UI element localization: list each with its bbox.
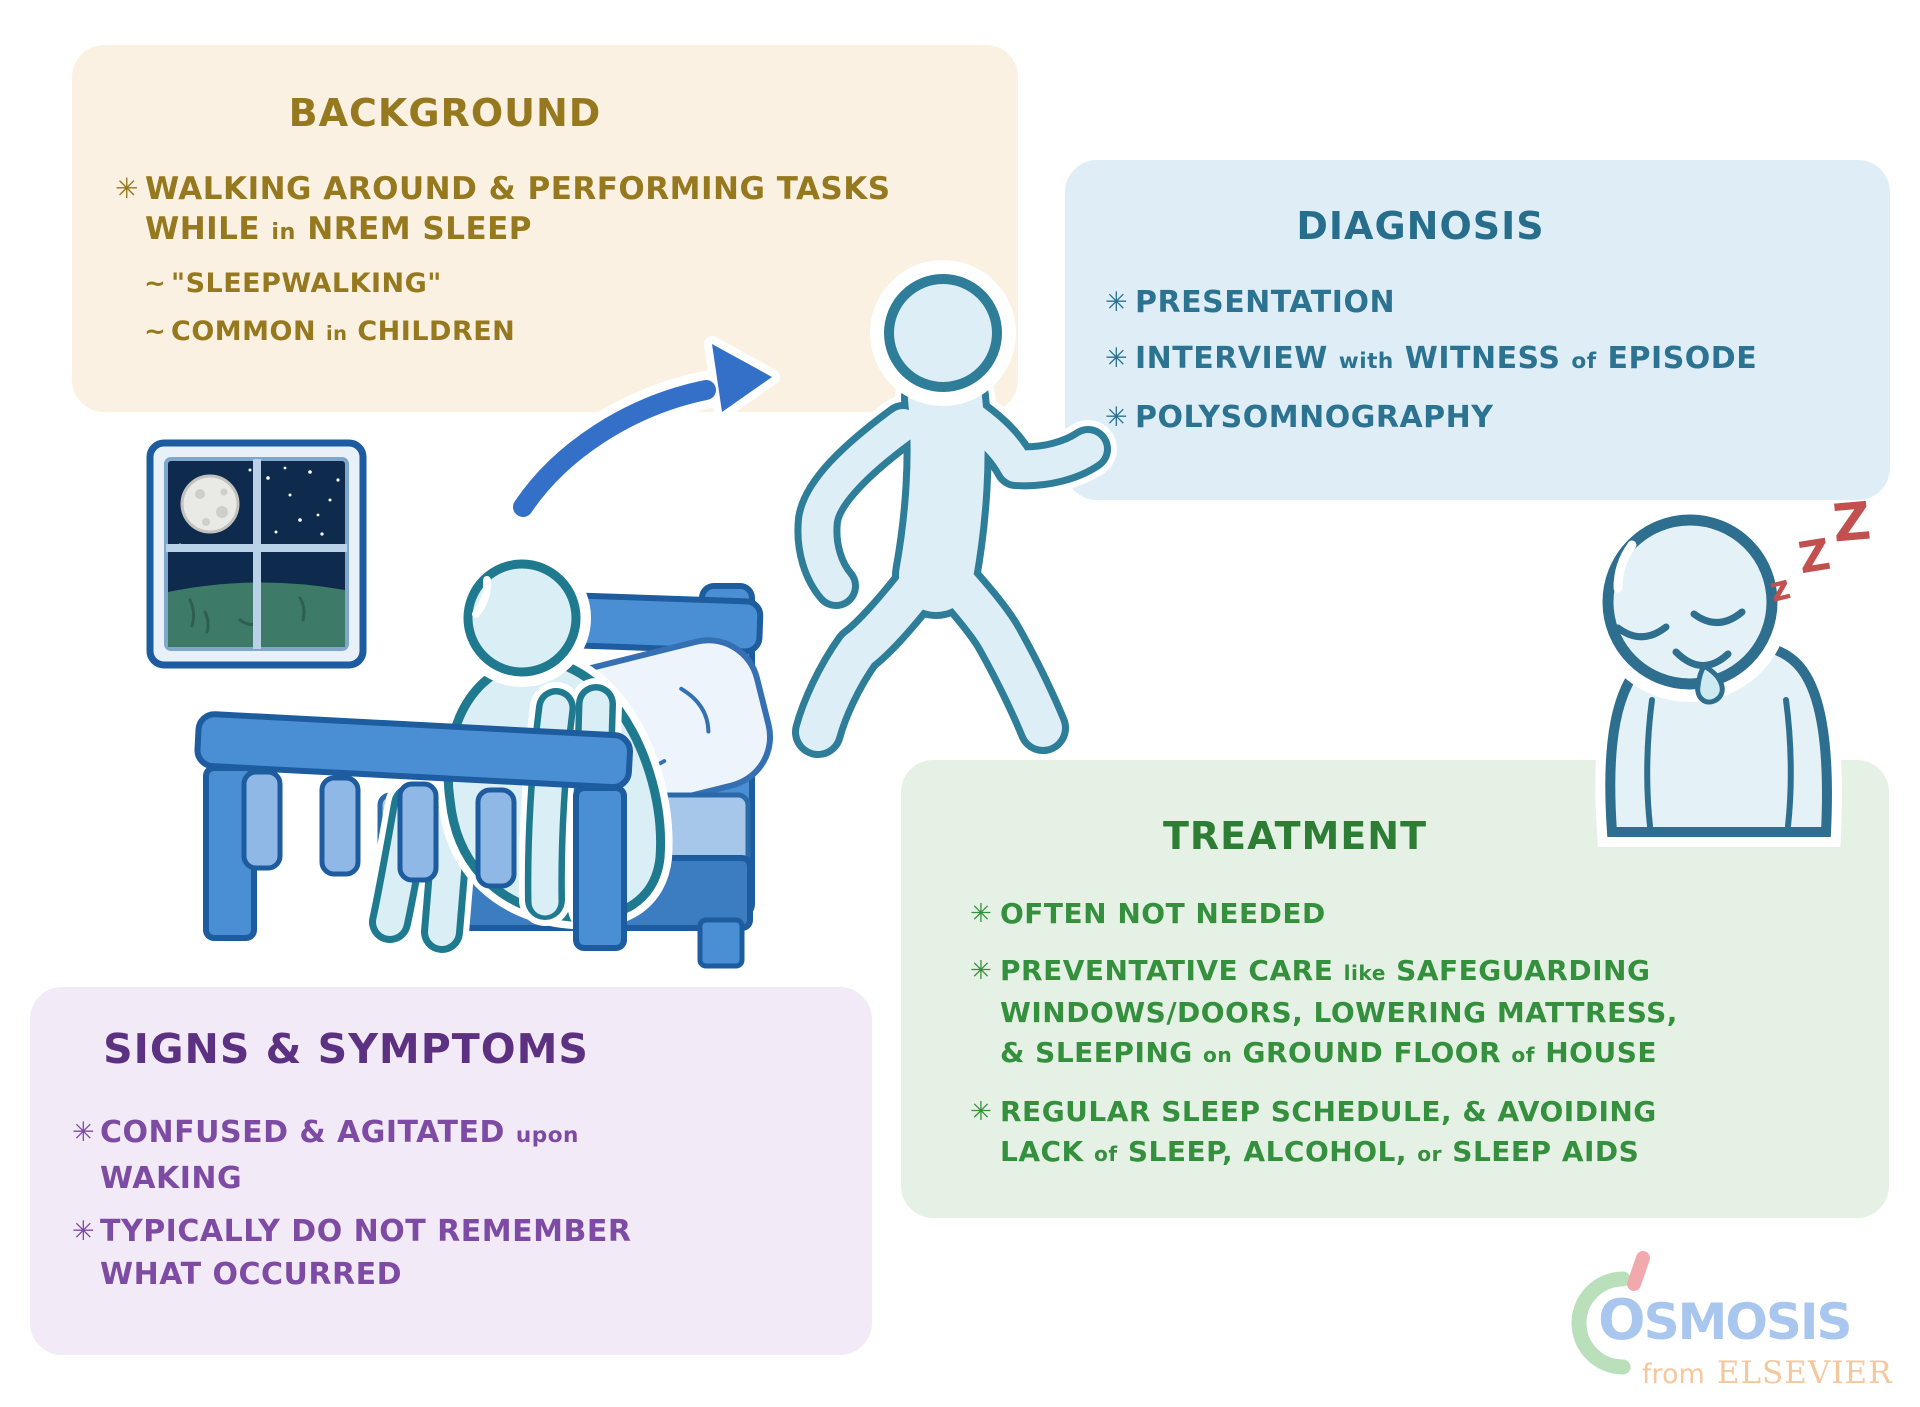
zzz-text: z (1765, 567, 1795, 611)
asterisk-marker: ✳︎ (970, 1097, 992, 1127)
bullet-line: TYPICALLY DO NOT REMEMBER (100, 1214, 632, 1249)
bullet-line: OFTEN NOT NEEDED (1000, 897, 1326, 930)
asterisk-marker: ✳︎ (1105, 343, 1128, 374)
bullet-line: WAKING (100, 1161, 243, 1196)
bullet: ✳︎ WALKING AROUND & PERFORMING TASKS WHI… (115, 169, 1018, 252)
elsevier-wordmark: ELSEVIER (1716, 1355, 1893, 1391)
bed-footboard (194, 711, 633, 951)
signs-symptoms-panel: SIGNS & SYMPTOMS ✳︎ CONFUSED & AGITATED … (30, 987, 872, 1355)
moon-icon (180, 474, 240, 534)
diagnosis-panel: DIAGNOSIS ✳︎ PRESENTATION ✳︎ INTERVIEW w… (1065, 160, 1890, 500)
bullet-line: WALKING AROUND & PERFORMING TASKS (145, 171, 891, 207)
zzz-text: Z (1830, 491, 1874, 555)
zzz-text: Z (1795, 529, 1834, 585)
diagnosis-bullets: ✳︎ PRESENTATION ✳︎ INTERVIEW with WITNES… (1065, 248, 1890, 438)
signs-symptoms-title: SIGNS & SYMPTOMS (103, 1025, 589, 1073)
bullet-line: WINDOWS/DOORS, LOWERING MATTRESS, (1000, 996, 1678, 1029)
bed-illustration (194, 549, 774, 969)
bullet: ✳︎ POLYSOMNOGRAPHY (1105, 397, 1890, 438)
pillow (511, 637, 774, 826)
sitting-person (363, 549, 673, 959)
night-window-illustration (146, 439, 367, 669)
asterisk-marker: ✳︎ (1105, 287, 1128, 318)
diagnosis-title: DIAGNOSIS (1296, 204, 1545, 248)
tilde-marker: ~ (144, 269, 166, 299)
sub-bullet: ~ COMMON in CHILDREN (144, 316, 1018, 350)
bullet: ✳︎ CONFUSED & AGITATED upon WAKING (72, 1111, 872, 1200)
bullet: ✳︎ REGULAR SLEEP SCHEDULE, & AVOIDING LA… (970, 1092, 1889, 1174)
treatment-title: TREATMENT (1162, 814, 1427, 858)
asterisk-marker: ✳︎ (970, 899, 992, 929)
asterisk-marker: ✳︎ (115, 172, 139, 205)
asterisk-marker: ✳︎ (72, 1216, 95, 1247)
logo-from-label: from (1642, 1359, 1705, 1390)
asterisk-marker: ✳︎ (970, 956, 992, 986)
bullet-line: PREVENTATIVE CARE like SAFEGUARDING (1000, 954, 1651, 987)
bullet-line: LACK of SLEEP, ALCOHOL, or SLEEP AIDS (1000, 1135, 1640, 1168)
bullet-line: REGULAR SLEEP SCHEDULE, & AVOIDING (1000, 1095, 1657, 1128)
bullet: ✳︎ OFTEN NOT NEEDED (970, 894, 1889, 934)
treatment-bullets: ✳︎ OFTEN NOT NEEDED ✳︎ PREVENTATIVE CARE… (901, 858, 1889, 1174)
drooling-mouth (1672, 648, 1732, 705)
stars (178, 466, 340, 547)
background-title: BACKGROUND (288, 91, 602, 135)
bullet: ✳︎ INTERVIEW with WITNESS of EPISODE (1105, 338, 1890, 382)
bullet-line: POLYSOMNOGRAPHY (1135, 400, 1494, 435)
background-panel: BACKGROUND ✳︎ WALKING AROUND & PERFORMIN… (72, 45, 1018, 412)
bullet-line: PRESENTATION (1135, 285, 1396, 320)
logo-wordmark: SMOSIS (1643, 1293, 1853, 1351)
asterisk-marker: ✳︎ (1105, 402, 1128, 433)
bullet-line: COMMON in CHILDREN (171, 316, 516, 347)
osmosis-logo: OSMOSIS (1598, 1293, 1853, 1351)
bullet: ✳︎ PREVENTATIVE CARE like SAFEGUARDING W… (970, 951, 1889, 1075)
bullet-line: WHAT OCCURRED (100, 1257, 402, 1292)
sub-bullet: ~ "SLEEPWALKING" (144, 268, 1018, 300)
logo-letter-o: O (1598, 1288, 1646, 1353)
bullet-line: WHILE in NREM SLEEP (145, 211, 533, 247)
background-bullets: ✳︎ WALKING AROUND & PERFORMING TASKS WHI… (72, 135, 1018, 350)
tilde-marker: ~ (144, 317, 166, 347)
closed-eyes (1614, 608, 1746, 641)
bullet: ✳︎ PRESENTATION (1105, 282, 1890, 323)
bullet-line: & SLEEPING on GROUND FLOOR of HOUSE (1000, 1036, 1658, 1069)
elsevier-attribution: from ELSEVIER (1642, 1358, 1893, 1389)
bullet-line: CONFUSED & AGITATED upon (100, 1115, 579, 1150)
bullet-line: "SLEEPWALKING" (171, 268, 442, 299)
bullet: ✳︎ TYPICALLY DO NOT REMEMBER WHAT OCCURR… (72, 1210, 872, 1296)
bullet-line: INTERVIEW with WITNESS of EPISODE (1135, 341, 1758, 376)
treatment-panel: TREATMENT ✳︎ OFTEN NOT NEEDED ✳︎ PREVENT… (901, 760, 1889, 1218)
asterisk-marker: ✳︎ (72, 1117, 95, 1148)
signs-bullets: ✳︎ CONFUSED & AGITATED upon WAKING ✳︎ TY… (30, 1073, 872, 1296)
